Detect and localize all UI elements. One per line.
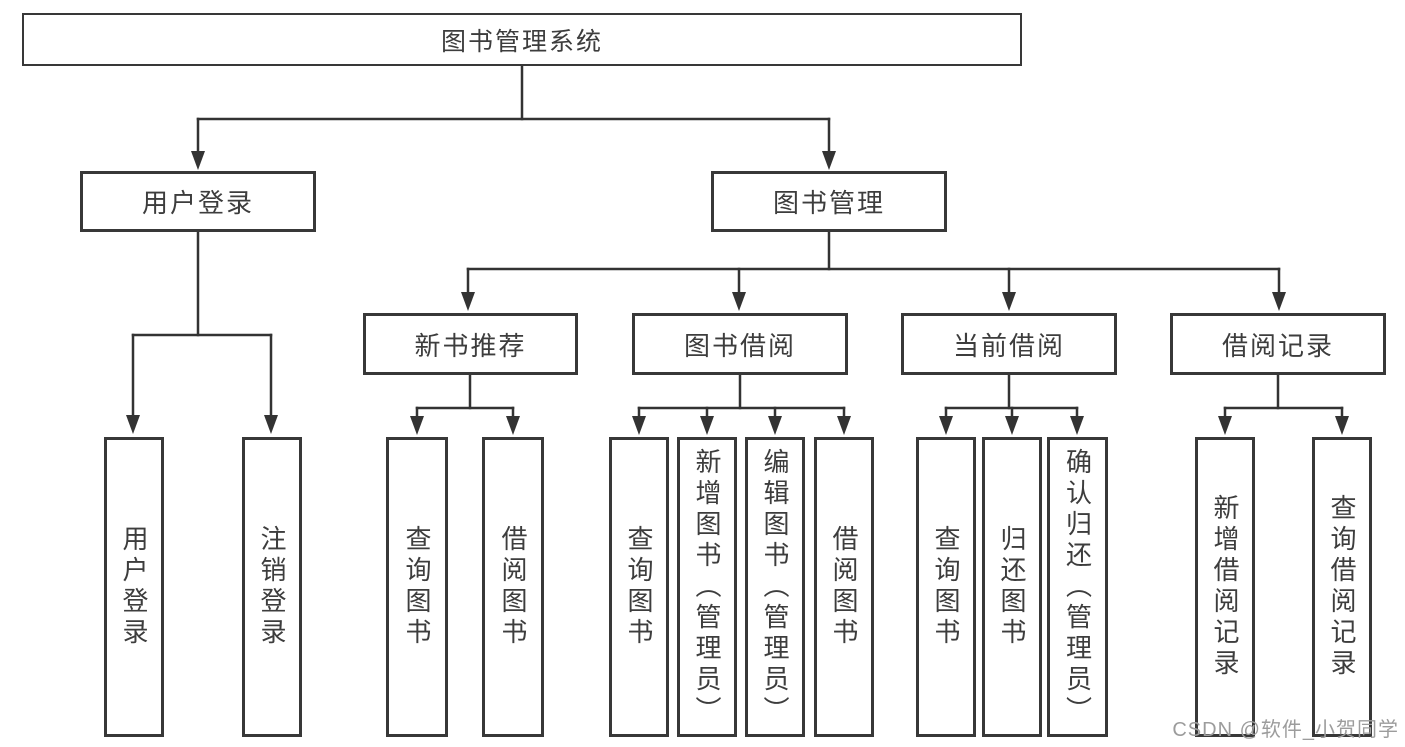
- node-label: 新书推荐: [414, 330, 527, 361]
- node-book-management: 图书管理: [711, 171, 947, 232]
- node-library-management-system: 图书管理系统: [22, 13, 1022, 66]
- leaf-logout: 注销登录: [242, 437, 302, 737]
- leaf-user-login: 用户登录: [104, 437, 164, 737]
- leaf-borrow-books-2: 借阅图书: [814, 437, 874, 737]
- node-label: 归还图书: [997, 525, 1027, 649]
- node-book-borrowing: 图书借阅: [632, 313, 848, 375]
- leaf-return-books: 归还图书: [982, 437, 1042, 737]
- node-label: 确认归还（管理员）: [1062, 447, 1093, 727]
- node-label: 图书管理: [772, 188, 885, 218]
- node-new-book-recommend: 新书推荐: [363, 313, 578, 375]
- csdn-watermark: CSDN @软件_小贺同学: [1172, 719, 1399, 741]
- leaf-borrow-books-1: 借阅图书: [482, 437, 544, 737]
- leaf-add-borrow-record: 新增借阅记录: [1195, 437, 1255, 737]
- node-label: 新增借阅记录: [1210, 494, 1240, 680]
- leaf-query-borrow-record: 查询借阅记录: [1312, 437, 1372, 737]
- node-label: 查询图书: [931, 525, 961, 649]
- node-label: 用户登录: [119, 525, 149, 649]
- node-label: 编辑图书（管理员）: [760, 447, 790, 727]
- leaf-confirm-return-admin: 确认归还（管理员）: [1047, 437, 1108, 737]
- leaf-add-books-admin: 新增图书（管理员）: [677, 437, 737, 737]
- leaf-edit-books-admin: 编辑图书（管理员）: [745, 437, 805, 737]
- node-user-login: 用户登录: [80, 171, 316, 232]
- leaf-query-books-3: 查询图书: [916, 437, 976, 737]
- leaf-query-books-2: 查询图书: [609, 437, 669, 737]
- node-label: 借阅图书: [829, 525, 859, 649]
- node-label: 新增图书（管理员）: [692, 447, 722, 727]
- leaf-query-books-1: 查询图书: [386, 437, 448, 737]
- node-current-borrowing: 当前借阅: [901, 313, 1117, 375]
- node-label: 借阅记录: [1221, 330, 1334, 361]
- node-label: 查询借阅记录: [1327, 494, 1357, 680]
- node-label: 图书借阅: [683, 330, 796, 361]
- node-label: 查询图书: [624, 525, 654, 649]
- node-label: 图书管理系统: [440, 27, 603, 56]
- node-label: 用户登录: [141, 188, 254, 218]
- node-borrow-records: 借阅记录: [1170, 313, 1386, 375]
- node-label: 查询图书: [402, 525, 432, 649]
- node-label: 注销登录: [257, 525, 287, 649]
- node-label: 借阅图书: [498, 525, 528, 649]
- node-label: 当前借阅: [952, 330, 1065, 361]
